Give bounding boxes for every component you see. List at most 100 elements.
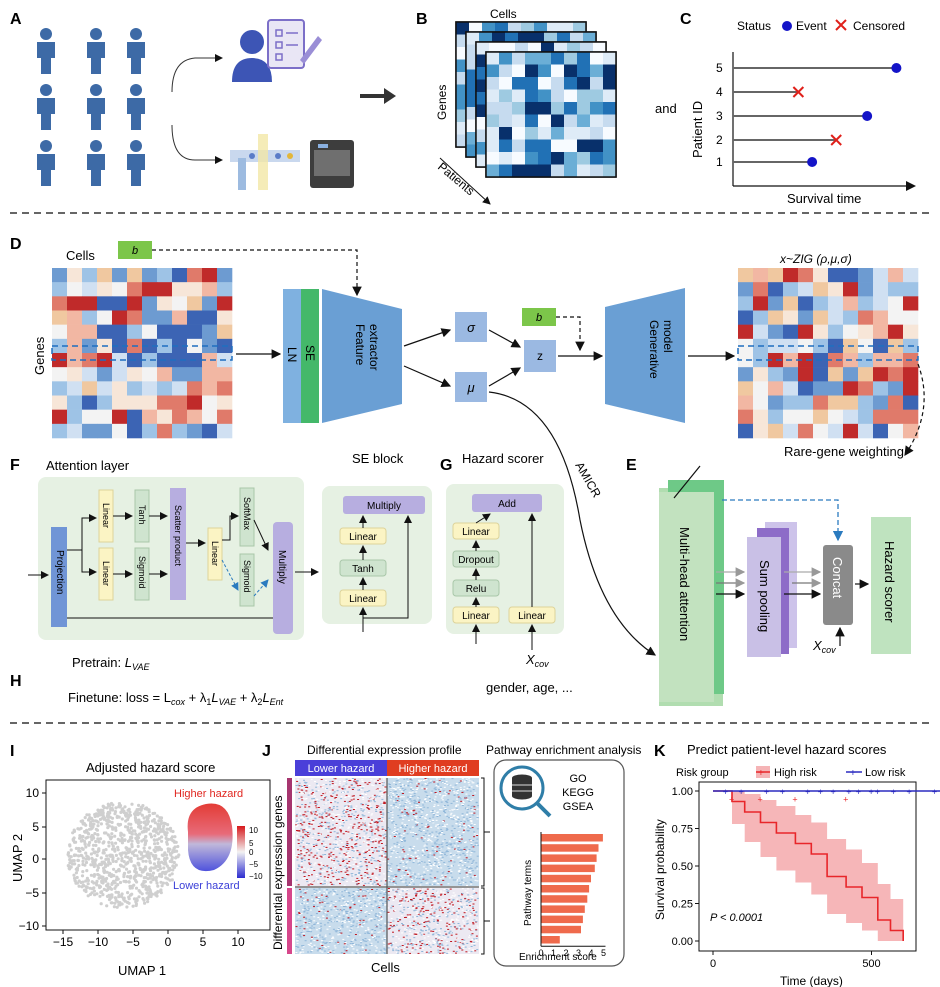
de-heatmap-dot: [361, 877, 363, 879]
event-legend-marker: [782, 21, 792, 31]
de-heatmap-dot: [319, 930, 322, 932]
g-linear-top-label: Linear: [462, 527, 490, 538]
de-heatmap-dot: [364, 822, 366, 824]
umap-point: [174, 863, 178, 867]
umap-point: [110, 820, 114, 825]
de-heatmap-dot: [317, 826, 320, 827]
de-heatmap-dot: [350, 837, 353, 839]
umap-point: [170, 878, 174, 882]
de-heatmap-dot: [330, 904, 333, 906]
umap-point: [114, 826, 118, 830]
input-expression-heatmap: [52, 268, 233, 439]
de-heatmap-dot: [363, 950, 366, 951]
de-heatmap-dot: [301, 945, 303, 947]
de-heatmap-dot: [343, 805, 346, 807]
tensor-cell: [551, 114, 564, 127]
de-heatmap-dot: [355, 880, 358, 882]
de-heatmap-dot: [345, 783, 348, 785]
heatmap-cell: [888, 324, 904, 340]
umap-point: [79, 880, 83, 885]
de-heatmap-dot: [401, 826, 404, 828]
umap-point: [142, 830, 146, 834]
de-heatmap-dot: [360, 941, 362, 943]
de-heatmap-dot: [359, 905, 362, 907]
heatmap-cell: [828, 409, 844, 425]
de-heatmap-dot: [310, 951, 313, 953]
de-heatmap-dot: [308, 854, 311, 856]
umap-point: [128, 870, 132, 874]
de-heatmap-dot: [395, 890, 398, 892]
de-heatmap-dot: [462, 920, 465, 922]
umap-point: [159, 891, 163, 895]
de-heatmap-dot: [367, 874, 370, 876]
de-heatmap-dot: [366, 807, 369, 809]
de-heatmap-dot: [375, 860, 378, 862]
heatmap-cell: [888, 268, 904, 283]
de-heatmap-dot: [312, 819, 315, 821]
de-heatmap-dot: [435, 778, 438, 780]
de-heatmap-dot: [412, 856, 415, 858]
de-heatmap-dot: [307, 835, 310, 837]
de-heatmap-dot: [300, 860, 303, 862]
de-heatmap-dot: [470, 943, 473, 945]
umap-point: [106, 833, 110, 837]
de-heatmap-dot: [462, 852, 465, 854]
umap-point: [104, 879, 108, 883]
de-heatmap-dot: [396, 828, 399, 830]
de-heatmap-dot: [375, 828, 378, 830]
de-heatmap-dot: [350, 799, 353, 801]
de-heatmap-dot: [363, 810, 366, 812]
de-heatmap-dot: [348, 816, 351, 818]
de-heatmap-dot: [325, 796, 328, 798]
umap-point: [165, 853, 169, 857]
de-heatmap-dot: [318, 872, 321, 874]
de-heatmap-dot: [433, 894, 436, 896]
de-heatmap-dot: [344, 922, 347, 924]
de-heatmap-dot: [418, 829, 421, 831]
de-heatmap-dot: [422, 854, 424, 856]
de-heatmap-dot: [296, 779, 299, 781]
de-heatmap-dot: [325, 788, 327, 790]
de-heatmap-dot: [398, 856, 401, 858]
de-heatmap-dot: [302, 934, 305, 936]
umap-point: [111, 858, 115, 862]
de-heatmap-dot: [399, 817, 402, 819]
de-heatmap-dot: [426, 870, 429, 872]
de-heatmap-dot: [395, 834, 398, 835]
i-ytick-label: 5: [32, 820, 39, 834]
de-heatmap-dot: [306, 926, 309, 928]
de-heatmap-dot: [335, 816, 338, 818]
de-heatmap-dot: [441, 796, 444, 798]
de-heatmap-dot: [442, 790, 445, 792]
de-heatmap-dot: [411, 925, 414, 927]
de-heatmap-dot: [414, 823, 417, 825]
tensor-cell: [525, 89, 538, 102]
de-heatmap-dot: [377, 905, 380, 907]
de-heatmap-dot: [355, 843, 358, 845]
de-heatmap-dot: [303, 893, 306, 895]
de-heatmap-dot: [351, 832, 354, 834]
de-heatmap-dot: [425, 785, 428, 787]
status-label: Status: [737, 19, 771, 33]
de-heatmap-dot: [435, 819, 438, 821]
de-heatmap-dot: [357, 923, 360, 925]
umap-point: [143, 849, 147, 853]
heatmap-cell: [843, 324, 859, 340]
covariates-label: gender, age, ...: [486, 680, 573, 695]
de-heatmap-dot: [371, 840, 373, 842]
de-heatmap-dot: [295, 785, 298, 786]
de-heatmap-dot: [406, 873, 409, 875]
de-heatmap-dot: [308, 931, 311, 932]
de-heatmap-dot: [457, 926, 460, 928]
de-heatmap-dot: [470, 934, 473, 936]
de-heatmap-dot: [323, 876, 326, 878]
de-heatmap-dot: [412, 836, 415, 837]
de-heatmap-dot: [306, 785, 309, 787]
se-skip-arrow: [363, 515, 412, 619]
de-heatmap-dot: [466, 943, 469, 944]
i-xtick-label: 10: [231, 935, 245, 949]
de-heatmap-dot: [433, 781, 436, 783]
de-heatmap-dot: [373, 934, 376, 936]
de-heatmap-dot: [465, 872, 468, 874]
